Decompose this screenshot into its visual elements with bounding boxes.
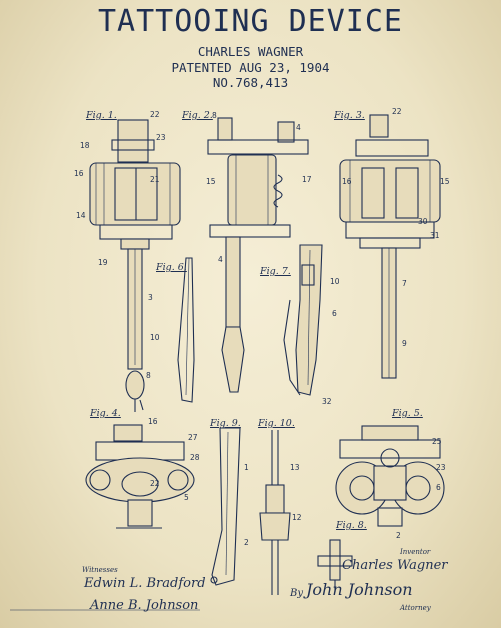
svg-text:18: 18 xyxy=(80,141,90,150)
inventor-signature: Charles Wagner xyxy=(342,558,448,573)
svg-text:8: 8 xyxy=(212,111,217,120)
fig-3-drawing xyxy=(339,114,441,379)
fig-8-label: Fig. 8. xyxy=(336,520,367,531)
svg-text:22: 22 xyxy=(392,107,402,116)
fig-4-label: Fig. 4. xyxy=(90,408,121,419)
svg-text:10: 10 xyxy=(150,333,160,342)
fig-3-label: Fig. 3. xyxy=(334,110,365,121)
inventor-label: Inventor xyxy=(400,548,431,556)
svg-text:23: 23 xyxy=(436,463,446,472)
fig-9-label: Fig. 9. xyxy=(210,418,241,429)
attorney-label: Attorney xyxy=(400,604,431,612)
svg-text:10: 10 xyxy=(330,277,340,286)
svg-text:4: 4 xyxy=(296,123,301,132)
svg-text:21: 21 xyxy=(150,175,160,184)
svg-text:12: 12 xyxy=(292,513,302,522)
svg-text:30: 30 xyxy=(418,217,428,226)
fig-1-drawing xyxy=(89,119,181,412)
svg-text:1: 1 xyxy=(244,463,249,472)
svg-text:9: 9 xyxy=(402,339,407,348)
svg-text:22: 22 xyxy=(150,110,160,119)
svg-text:32: 32 xyxy=(322,397,332,406)
fig-6-label: Fig. 6. xyxy=(156,262,187,273)
witnesses-label: Witnesses xyxy=(82,566,118,574)
svg-text:5: 5 xyxy=(184,493,189,502)
svg-text:27: 27 xyxy=(188,433,198,442)
fig-10-label: Fig. 10. xyxy=(258,418,295,429)
fig-8-drawing xyxy=(317,539,353,592)
fig-10-drawing xyxy=(259,430,291,595)
svg-text:13: 13 xyxy=(290,463,300,472)
svg-text:8: 8 xyxy=(146,371,151,380)
svg-text:6: 6 xyxy=(436,483,441,492)
svg-text:28: 28 xyxy=(190,453,200,462)
inventor-name: CHARLES WAGNER xyxy=(197,44,304,59)
svg-text:2: 2 xyxy=(396,531,401,540)
fig-2-label: Fig. 2. xyxy=(182,110,213,121)
svg-text:14: 14 xyxy=(76,211,86,220)
svg-text:17: 17 xyxy=(302,175,312,184)
attorney-signature: John Johnson xyxy=(306,580,413,599)
svg-text:16: 16 xyxy=(74,169,84,178)
witness-1-signature: Edwin L. Bradford xyxy=(84,576,206,591)
fig-6-drawing xyxy=(177,257,195,403)
svg-text:22: 22 xyxy=(150,479,160,488)
svg-text:23: 23 xyxy=(156,133,166,142)
fig-4-drawing xyxy=(85,424,195,529)
by-label: By xyxy=(290,588,303,599)
svg-text:7: 7 xyxy=(402,279,407,288)
fig-2-drawing xyxy=(207,117,309,393)
svg-text:6: 6 xyxy=(332,309,337,318)
witness-2-signature: Anne B. Johnson xyxy=(90,598,199,613)
svg-text:4: 4 xyxy=(218,255,223,264)
svg-text:16: 16 xyxy=(342,177,352,186)
svg-text:31: 31 xyxy=(430,231,440,240)
svg-text:3: 3 xyxy=(148,293,153,302)
fig-9-drawing xyxy=(210,427,241,586)
fig-7-drawing xyxy=(283,244,323,396)
svg-text:19: 19 xyxy=(98,258,108,267)
svg-text:16: 16 xyxy=(148,417,158,426)
fig-5-label: Fig. 5. xyxy=(392,408,423,419)
fig-5-drawing xyxy=(335,425,445,527)
part-numbers: 22 23 18 16 21 14 19 3 10 8 8 4 15 17 4 … xyxy=(74,107,450,547)
svg-text:15: 15 xyxy=(206,177,216,186)
fig-7-label: Fig. 7. xyxy=(260,266,291,277)
patent-date: PATENTED AUG 23, 1904 xyxy=(171,60,330,75)
fig-1-label: Fig. 1. xyxy=(86,110,117,121)
svg-text:25: 25 xyxy=(432,437,442,446)
svg-text:15: 15 xyxy=(440,177,450,186)
patent-number: NO.768,413 xyxy=(212,75,289,90)
svg-text:2: 2 xyxy=(244,538,249,547)
patent-title: TATTOOING DEVICE xyxy=(98,4,403,39)
